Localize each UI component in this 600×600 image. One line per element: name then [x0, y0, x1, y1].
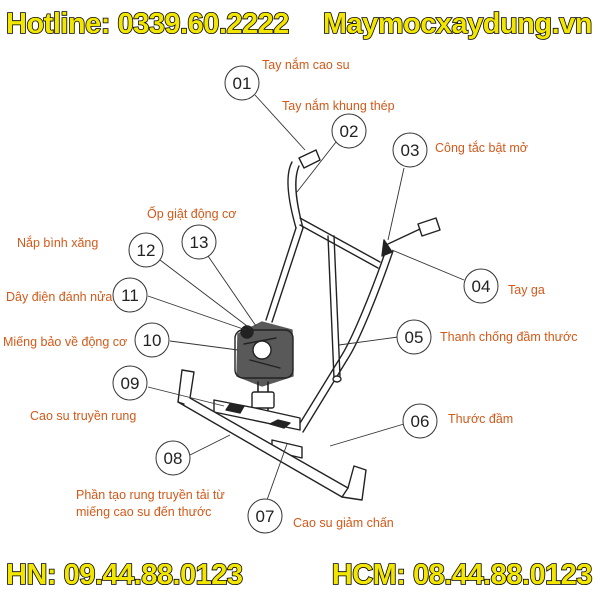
leader-08: [189, 434, 231, 456]
support-strut: [327, 235, 342, 383]
hanoi-phone-text: HN: 09.44.88.0123: [5, 559, 244, 591]
leader-05: [338, 336, 399, 346]
leader-02: [296, 141, 337, 193]
callout-02: 02: [331, 113, 367, 149]
callout-09-number: 09: [121, 374, 140, 393]
cross-bar: [299, 217, 381, 269]
label-08-line2: miếng cao su đến thước: [76, 505, 212, 519]
leader-11: [147, 295, 247, 331]
screed-board: [177, 369, 367, 501]
leader-07: [266, 443, 288, 501]
callout-13-number: 13: [190, 233, 209, 252]
label-12: Nắp bình xăng: [17, 236, 99, 250]
hcm-phone-text: HCM: 08.44.88.0123: [331, 559, 593, 591]
label-03: Công tắc bật mở: [435, 141, 528, 155]
website-text: Maymocxaydung.vn: [322, 8, 593, 40]
callout-06: 06: [402, 403, 438, 439]
callout-04-number: 04: [472, 277, 491, 296]
label-06: Thước đầm: [448, 412, 514, 426]
label-13: Ốp giật động cơ: [147, 207, 237, 221]
callout-12: 12: [128, 232, 164, 268]
label-04: Tay ga: [508, 283, 545, 297]
vibration-base: [213, 399, 303, 459]
right-handle: [296, 217, 441, 433]
engine: [234, 321, 294, 411]
leader-12: [159, 259, 252, 330]
label-11: Dây điện đánh nửa: [6, 290, 113, 304]
label-09: Cao su truyền rung: [30, 409, 137, 423]
callout-07: 07: [247, 498, 283, 534]
callout-09: 09: [112, 365, 148, 401]
leader-09: [147, 386, 225, 407]
hotline-text: Hotline: 0339.60.2222: [5, 8, 290, 40]
callout-08: 08: [155, 440, 191, 476]
callout-12-number: 12: [137, 241, 156, 260]
callout-05: 05: [396, 319, 432, 355]
callout-03: 03: [392, 132, 428, 168]
callout-11-number: 11: [121, 286, 139, 305]
leader-04: [391, 249, 465, 281]
callout-circles: 01 02 03 04 05 06 07 08 09 10 11 12 13: [112, 65, 499, 534]
callout-08-number: 08: [164, 449, 183, 468]
callout-05-number: 05: [405, 328, 424, 347]
callout-10-number: 10: [143, 331, 162, 350]
callout-10: 10: [134, 322, 170, 358]
label-07: Cao su giảm chấn: [293, 516, 394, 530]
label-01: Tay nắm cao su: [262, 58, 350, 72]
callout-06-number: 06: [411, 412, 430, 431]
callout-13: 13: [181, 224, 217, 260]
leader-01: [254, 94, 306, 151]
callout-01-number: 01: [233, 74, 252, 93]
label-10: Miếng bảo về động cơ: [3, 335, 128, 349]
callout-03-number: 03: [401, 141, 420, 160]
label-05: Thanh chống đầm thước: [440, 330, 578, 344]
callout-11: 11: [112, 277, 148, 313]
callout-02-number: 02: [340, 122, 359, 141]
callout-01: 01: [224, 65, 260, 101]
leader-10: [169, 340, 239, 351]
callout-07-number: 07: [256, 507, 275, 526]
left-handle: [265, 149, 321, 323]
callout-04: 04: [463, 268, 499, 304]
label-02: Tay nắm khung thép: [282, 99, 395, 113]
leader-06: [329, 423, 405, 447]
leader-03: [387, 167, 405, 241]
leader-13: [207, 255, 257, 327]
label-08-line1: Phần tạo rung truyền tải từ: [76, 488, 225, 502]
